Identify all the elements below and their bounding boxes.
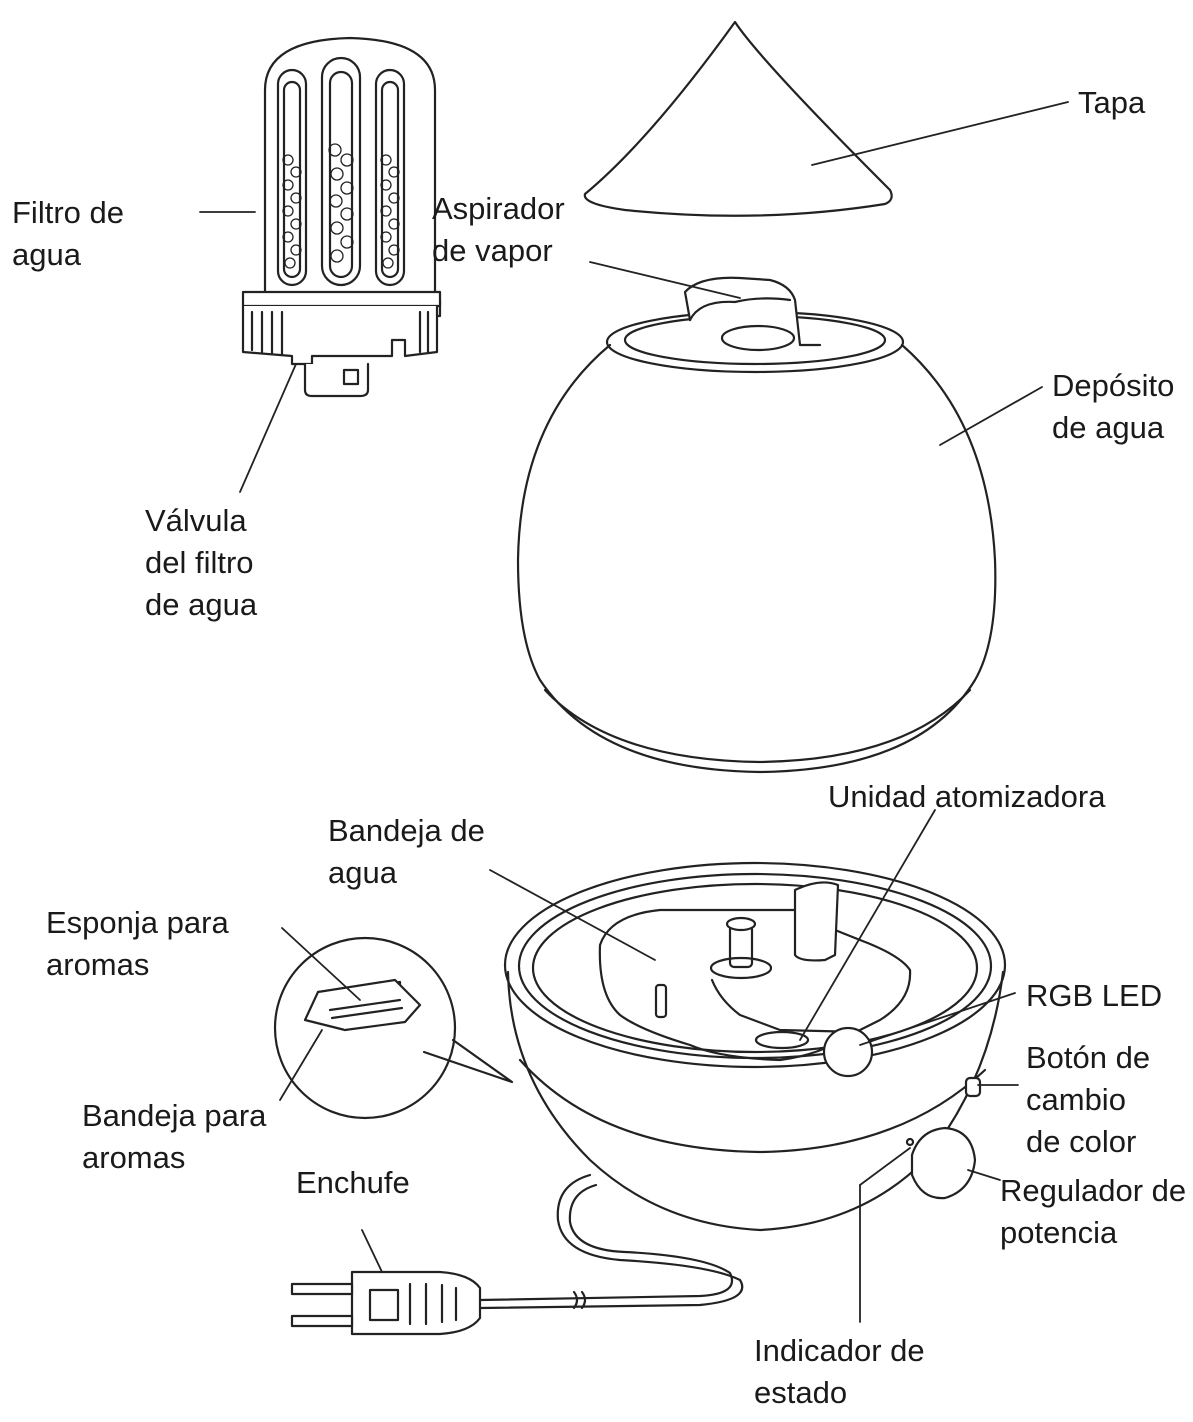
power-cord-drawing — [290, 1173, 744, 1336]
label-status-indicator: Indicador de estado — [754, 1333, 925, 1410]
leader-lines — [199, 101, 1069, 1323]
label-filter-valve: Válvula del filtro de agua — [145, 503, 258, 622]
lid-cone-drawing — [583, 20, 893, 217]
water-tank-drawing — [516, 276, 997, 774]
aroma-tray-magnifier — [273, 936, 514, 1120]
label-water-tank: Depósito de agua — [1052, 368, 1175, 445]
label-aroma-sponge: Esponja para aromas — [46, 905, 229, 982]
label-water-tray: Bandeja de agua — [328, 813, 485, 890]
filter-slot-left — [276, 68, 308, 287]
label-aroma-tray: Bandeja para aromas — [82, 1098, 267, 1175]
filter-slot-right — [374, 68, 406, 287]
label-lid: Tapa — [1078, 85, 1146, 120]
label-water-filter: Filtro de agua — [12, 195, 124, 272]
base-drawing — [503, 861, 1007, 1232]
label-atomizer-unit: Unidad atomizadora — [828, 779, 1106, 814]
filter-pebbles — [282, 143, 400, 269]
water-filter-drawing — [241, 36, 442, 398]
label-rgb-led: RGB LED — [1026, 978, 1163, 1013]
label-plug: Enchufe — [296, 1165, 410, 1200]
label-power-regulator: Regulador de potencia — [1000, 1173, 1187, 1250]
label-color-button: Botón de cambio de color — [1026, 1040, 1151, 1159]
filter-slot-middle — [320, 56, 362, 287]
label-vapor-nozzle: Aspirador de vapor — [432, 191, 565, 268]
